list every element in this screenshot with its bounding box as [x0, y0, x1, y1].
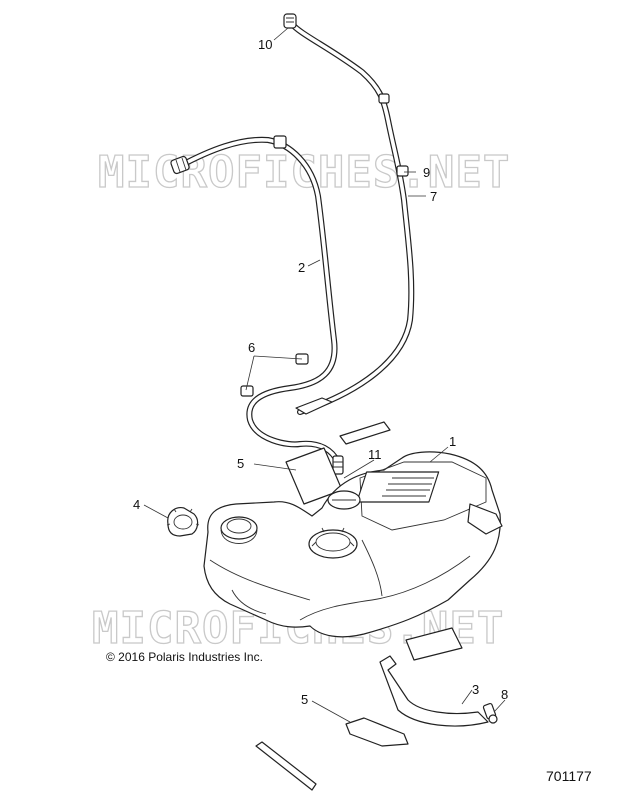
callout-1: 1 — [449, 434, 457, 449]
callout-5-lower: 5 — [301, 692, 309, 707]
callout-11: 11 — [368, 447, 382, 462]
callout-7: 7 — [430, 189, 438, 204]
callout-6: 6 — [248, 340, 256, 355]
callout-5-upper: 5 — [237, 456, 245, 471]
callout-10: 10 — [258, 37, 273, 52]
hose-clip-part-6b — [240, 385, 254, 397]
bolt-part-8 — [482, 703, 498, 724]
callout-9: 9 — [423, 165, 431, 180]
vent-hose-part-7 — [289, 21, 415, 415]
fuel-tank-part-1 — [203, 451, 503, 638]
callout-2: 2 — [298, 260, 306, 275]
watermark-top: MICROFICHES.NET — [98, 147, 510, 198]
hose-connector-left — [170, 155, 190, 175]
quick-connect-part-11 — [332, 455, 344, 475]
fuel-cap-part-4 — [166, 507, 200, 537]
hose-clip-part-9 — [396, 165, 409, 177]
vent-hose-end — [295, 397, 333, 415]
foam-pad-part-5-bottom — [345, 717, 409, 747]
hose-clip-top — [378, 93, 390, 104]
foam-strip-bottom — [255, 741, 317, 791]
copyright-notice: © 2016 Polaris Industries Inc. — [106, 650, 263, 664]
foam-pad-upper — [339, 421, 391, 445]
foam-pad-lower — [405, 627, 463, 661]
tank-strap-part-3 — [379, 655, 489, 727]
vent-fitting-part-10 — [283, 13, 297, 29]
callout-leaders — [143, 27, 506, 723]
hose-clip-upper — [273, 135, 287, 149]
figure-number: 701177 — [546, 768, 592, 784]
callout-3: 3 — [472, 682, 480, 697]
callout-8: 8 — [501, 687, 509, 702]
callout-4: 4 — [133, 497, 141, 512]
